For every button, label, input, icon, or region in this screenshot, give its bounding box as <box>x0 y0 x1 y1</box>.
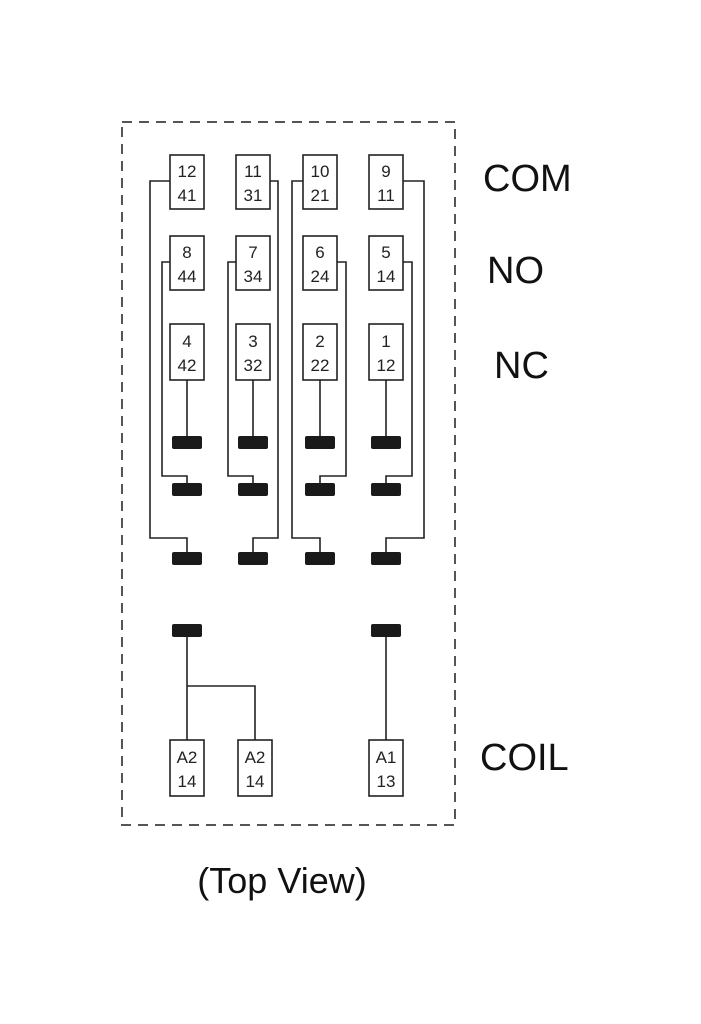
terminal-number: 5 <box>381 243 390 262</box>
com-pin <box>305 552 335 565</box>
terminal-number: A1 <box>376 748 397 767</box>
coil-pin <box>172 624 202 637</box>
coil-terminal-row: A2 14 A2 14 A1 13 <box>169 739 404 797</box>
terminal-number: 11 <box>244 162 262 181</box>
coil-label: COIL <box>480 737 569 779</box>
terminal-box: 12 41 <box>169 154 205 210</box>
terminal-number: 31 <box>244 186 263 205</box>
pin-rows <box>172 436 401 637</box>
terminal-number: 13 <box>377 772 396 791</box>
terminal-number: 6 <box>315 243 324 262</box>
wiring <box>149 180 425 740</box>
terminal-box: 2 22 <box>302 323 338 381</box>
no-terminal-row: 8 44 7 34 6 24 5 14 <box>169 235 404 291</box>
terminal-number: 32 <box>244 356 263 375</box>
no-pin <box>238 483 268 496</box>
coil-pin <box>371 624 401 637</box>
nc-pin <box>371 436 401 449</box>
no-label: NO <box>487 250 544 292</box>
terminal-box: 8 44 <box>169 235 205 291</box>
no-pin <box>305 483 335 496</box>
terminal-number: A2 <box>245 748 266 767</box>
terminal-box: 5 14 <box>368 235 404 291</box>
nc-pin <box>238 436 268 449</box>
terminal-number: 1 <box>381 332 390 351</box>
terminal-box: A2 14 <box>237 739 273 797</box>
terminal-number: 21 <box>311 186 330 205</box>
terminal-number: 41 <box>178 186 197 205</box>
relay-outline <box>121 121 456 826</box>
terminal-number: 8 <box>182 243 191 262</box>
terminal-number: 12 <box>377 356 396 375</box>
terminal-number: 2 <box>315 332 324 351</box>
terminal-number: 14 <box>178 772 197 791</box>
terminal-number: 44 <box>178 267 197 286</box>
com-pin <box>238 552 268 565</box>
terminal-box: 11 31 <box>235 154 271 210</box>
terminal-box: 7 34 <box>235 235 271 291</box>
com-terminal-row: 12 41 11 31 10 21 9 11 <box>169 154 404 210</box>
nc-pin <box>305 436 335 449</box>
terminal-number: 3 <box>248 332 257 351</box>
terminal-number: 14 <box>377 267 396 286</box>
terminal-number: 7 <box>248 243 257 262</box>
terminal-box: 6 24 <box>302 235 338 291</box>
terminal-box: 10 21 <box>302 154 338 210</box>
terminal-number: A2 <box>177 748 198 767</box>
com-pin <box>172 552 202 565</box>
no-pin <box>371 483 401 496</box>
terminal-box: 3 32 <box>235 323 271 381</box>
terminal-box: 1 12 <box>368 323 404 381</box>
terminal-box: 9 11 <box>368 154 404 210</box>
terminal-number: 10 <box>311 162 330 181</box>
terminal-number: 9 <box>381 162 390 181</box>
no-pin <box>172 483 202 496</box>
com-label: COM <box>483 158 572 200</box>
terminal-box: 4 42 <box>169 323 205 381</box>
terminal-number: 11 <box>377 186 395 205</box>
terminal-number: 4 <box>182 332 191 351</box>
top-view-caption: (Top View) <box>197 860 366 901</box>
terminal-number: 12 <box>178 162 197 181</box>
terminal-number: 22 <box>311 356 330 375</box>
terminal-number: 42 <box>178 356 197 375</box>
nc-terminal-row: 4 42 3 32 2 22 1 12 <box>169 323 404 381</box>
nc-label: NC <box>494 345 549 387</box>
terminal-box: A2 14 <box>169 739 205 797</box>
terminal-number: 24 <box>311 267 330 286</box>
nc-pin <box>172 436 202 449</box>
terminal-box: A1 13 <box>368 739 404 797</box>
terminal-number: 14 <box>246 772 265 791</box>
terminal-number: 34 <box>244 267 263 286</box>
com-pin <box>371 552 401 565</box>
